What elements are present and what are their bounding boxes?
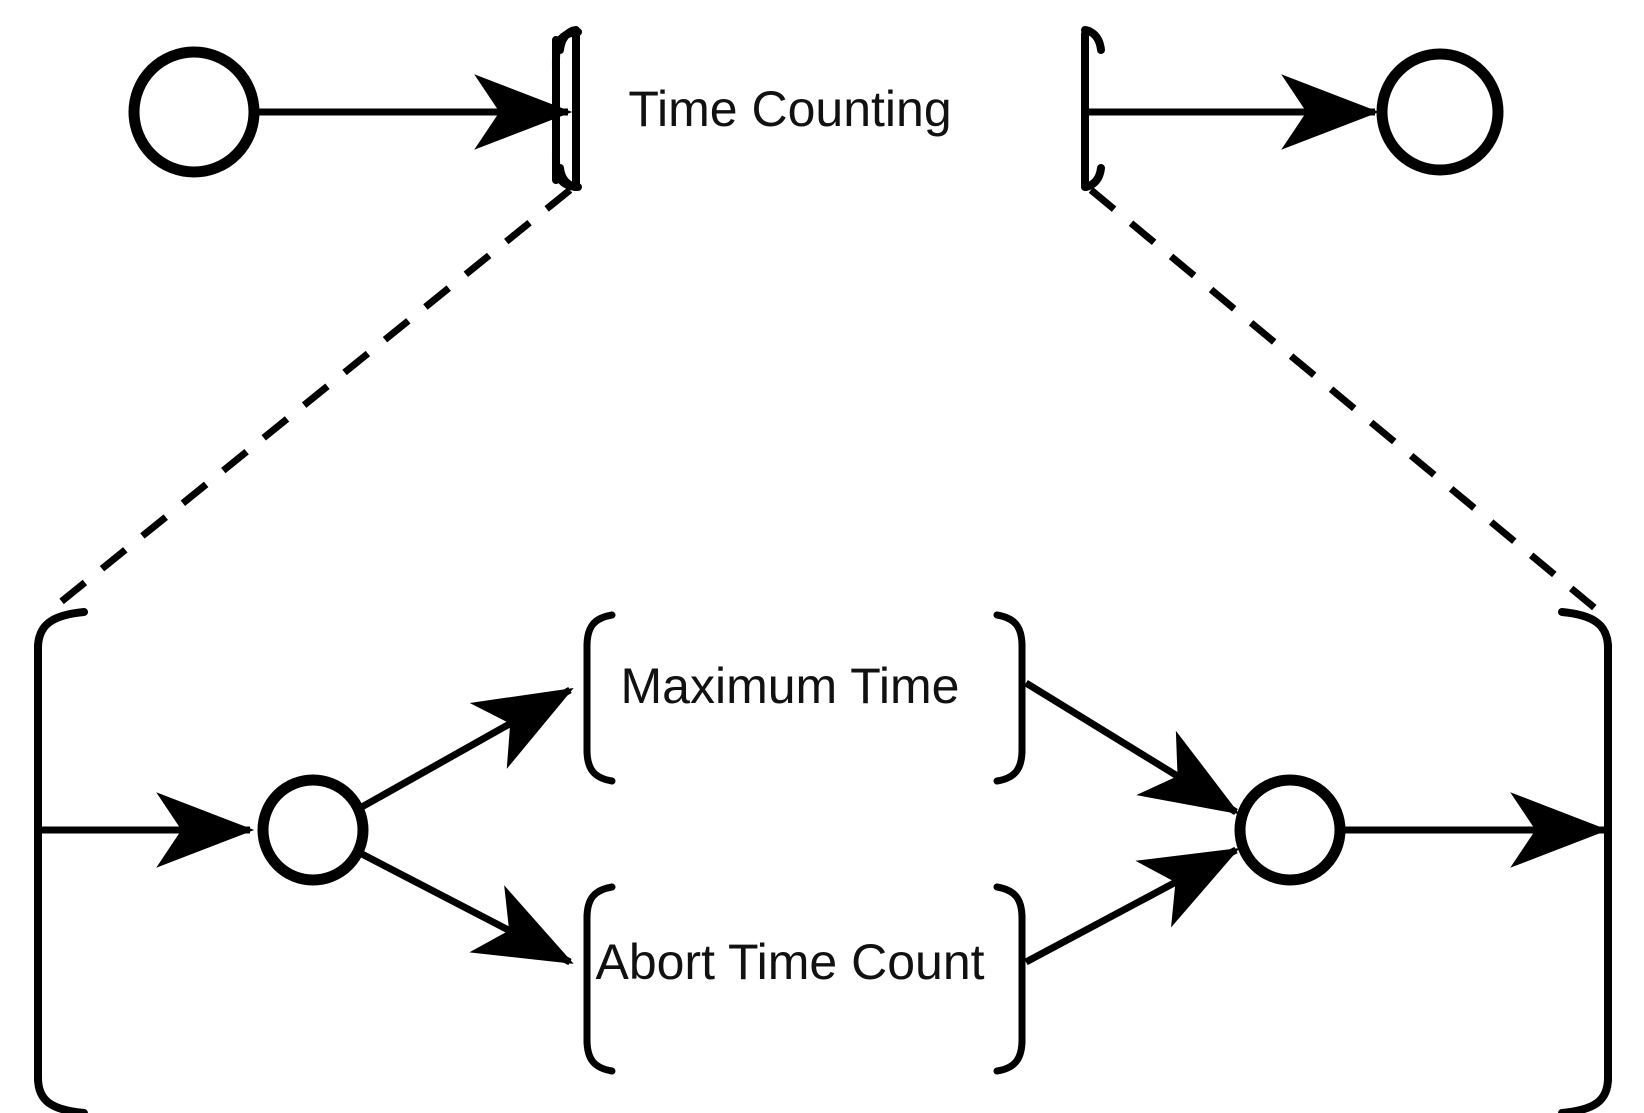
substate-brace-close-top-curl-abort-time-count <box>993 883 1026 922</box>
superstate-brace-close-top-curl <box>1081 26 1105 54</box>
state-node-top-left[interactable] <box>128 46 260 178</box>
expand-right-link <box>1088 187 1605 617</box>
substate-brace-open-top-curl-abort-time-count <box>583 883 616 922</box>
state-node-bottom-left[interactable] <box>257 774 369 886</box>
substate-brace-open-top-curl-maximum-time <box>583 611 616 650</box>
expanded-brace-close-bottom-curl <box>1558 1074 1612 1113</box>
state-node-top-right[interactable] <box>1376 48 1504 176</box>
expanded-brace-open-bottom-curl <box>34 1074 88 1113</box>
state-node-bottom-right[interactable] <box>1234 774 1346 886</box>
expand-left-link <box>43 187 573 617</box>
superstate-brace-open-top-curl <box>556 26 580 54</box>
superstate-label: Time Counting <box>628 81 951 137</box>
substate-label-maximum-time: Maximum Time <box>621 658 960 714</box>
substate-brace-open-bottom-curl-abort-time-count <box>583 1036 616 1075</box>
arrow-to-maximum-time <box>358 686 574 812</box>
arrow-from-abort-time-count <box>1024 846 1240 966</box>
arrow-from-maximum-time <box>1024 680 1240 815</box>
substate-brace-close-bottom-curl-abort-time-count <box>993 1036 1026 1075</box>
expanded-brace-close-top-curl <box>1558 608 1612 652</box>
substate-brace-open-bottom-curl-maximum-time <box>583 746 616 785</box>
substate-brace-close-top-curl-maximum-time <box>993 611 1026 650</box>
superstate-brace-open-bottom-curl <box>556 164 580 191</box>
expanded-brace-open-top-curl <box>34 608 88 652</box>
arrow-to-abort-time-count <box>358 849 574 966</box>
superstate-brace-close-bottom-curl <box>1081 164 1105 191</box>
substate-brace-close-bottom-curl-maximum-time <box>993 746 1026 785</box>
substate-label-abort-time-count: Abort Time Count <box>595 934 984 990</box>
